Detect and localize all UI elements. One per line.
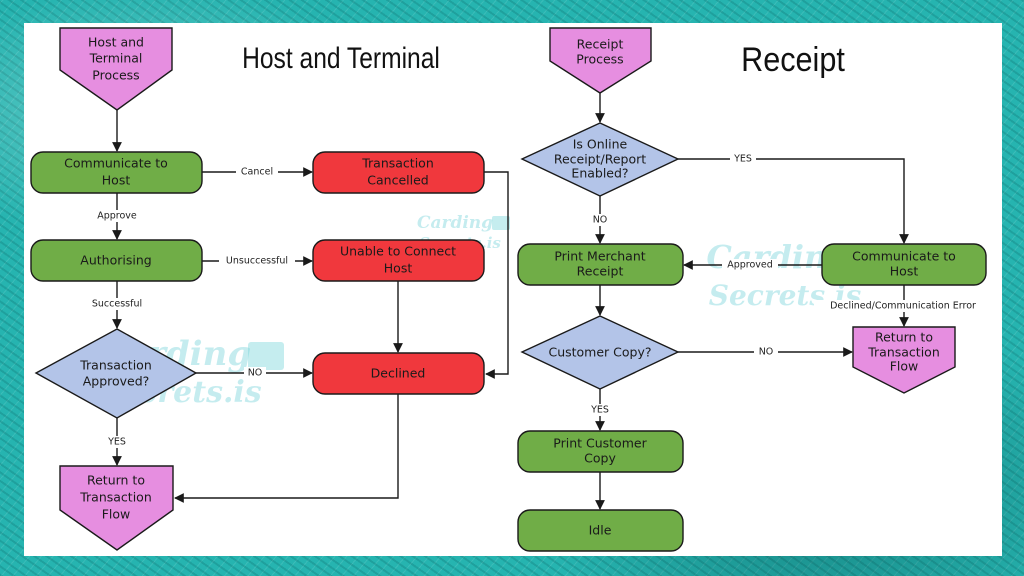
node-label: Host xyxy=(890,264,919,279)
label-yes-online: YES xyxy=(733,154,752,165)
node-label: Transaction xyxy=(867,345,940,360)
node-label: Cancelled xyxy=(367,173,428,188)
node-label: Host xyxy=(384,261,413,276)
node-transaction-approved-decision[interactable]: Transaction Approved? xyxy=(34,328,198,419)
node-authorising[interactable]: Authorising xyxy=(30,239,203,282)
node-label: Transaction xyxy=(79,358,152,373)
label-unsuccessful: Unsuccessful xyxy=(226,256,288,267)
label-no-online: NO xyxy=(593,215,608,226)
node-label: Communicate to xyxy=(64,156,168,171)
label-approved: Approved xyxy=(727,260,773,271)
node-label: Terminal xyxy=(89,51,143,66)
node-label: Receipt xyxy=(577,264,624,279)
node-return-to-transaction-flow-right[interactable]: Return to Transaction Flow xyxy=(852,326,956,394)
node-label: Enabled? xyxy=(571,166,628,181)
node-label: Idle xyxy=(589,523,612,538)
node-label: Host and xyxy=(88,35,144,50)
node-label: Process xyxy=(576,52,623,67)
label-declined-communication-error: Declined/Communication Error xyxy=(830,301,976,312)
edge-cancelled-to-declined xyxy=(484,171,509,379)
node-label: Declined xyxy=(371,366,426,381)
card-house-icon xyxy=(248,342,284,370)
card-house-icon xyxy=(492,216,510,230)
edge-declined-to-return xyxy=(174,394,399,503)
node-label: Copy xyxy=(584,451,616,466)
title-receipt: Receipt xyxy=(741,41,845,79)
node-online-receipt-decision[interactable]: Is Online Receipt/Report Enabled? xyxy=(520,122,680,197)
label-successful: Successful xyxy=(92,299,142,310)
node-host-terminal-process[interactable]: Host and Terminal Process xyxy=(59,27,173,111)
node-label: Receipt xyxy=(577,37,624,52)
node-label: Transaction xyxy=(361,156,434,171)
label-yes: YES xyxy=(107,437,126,448)
node-customer-copy-decision[interactable]: Customer Copy? xyxy=(520,315,680,390)
watermark-text: Carding xyxy=(417,213,493,233)
node-label: Flow xyxy=(890,359,919,374)
node-return-to-transaction-flow-left[interactable]: Return to Transaction Flow xyxy=(59,465,174,551)
node-declined[interactable]: Declined xyxy=(312,352,485,395)
node-label: Is Online xyxy=(573,137,628,152)
node-label: Receipt/Report xyxy=(554,152,646,167)
node-label: Return to xyxy=(875,330,933,345)
node-communicate-to-host[interactable]: Communicate to Host xyxy=(30,151,203,194)
node-label: Communicate to xyxy=(852,249,956,264)
node-label: Return to xyxy=(87,473,145,488)
node-label: Print Merchant xyxy=(554,249,645,264)
node-print-customer-copy[interactable]: Print Customer Copy xyxy=(517,430,684,473)
node-label: Approved? xyxy=(83,374,150,389)
node-communicate-to-host-receipt[interactable]: Communicate to Host xyxy=(821,243,987,286)
diagram-panel xyxy=(24,23,1002,556)
node-label: Transaction xyxy=(79,490,152,505)
node-transaction-cancelled[interactable]: Transaction Cancelled xyxy=(312,151,485,194)
node-unable-to-connect-host[interactable]: Unable to Connect Host xyxy=(312,239,485,282)
host-edge-labels: Cancel Approve Unsuccessful Successful N… xyxy=(84,166,295,448)
label-approve: Approve xyxy=(97,211,137,222)
label-no-customer: NO xyxy=(759,347,774,358)
node-label: Flow xyxy=(102,507,131,522)
receipt-edge-labels: YES NO Approved Declined/Communication E… xyxy=(587,153,992,416)
node-idle[interactable]: Idle xyxy=(517,509,684,552)
node-label: Process xyxy=(92,68,139,83)
title-host-and-terminal: Host and Terminal xyxy=(242,41,440,75)
node-label: Print Customer xyxy=(553,436,647,451)
node-print-merchant-receipt[interactable]: Print Merchant Receipt xyxy=(517,243,684,286)
node-label: Host xyxy=(102,173,131,188)
label-cancel: Cancel xyxy=(241,167,273,178)
node-label: Unable to Connect xyxy=(340,244,456,259)
node-label: Customer Copy? xyxy=(548,345,651,360)
node-receipt-process[interactable]: Receipt Process xyxy=(549,27,652,94)
edge-yes-online xyxy=(678,158,909,244)
label-no: NO xyxy=(248,368,263,379)
label-yes-customer: YES xyxy=(590,405,609,416)
node-label: Authorising xyxy=(80,253,151,268)
